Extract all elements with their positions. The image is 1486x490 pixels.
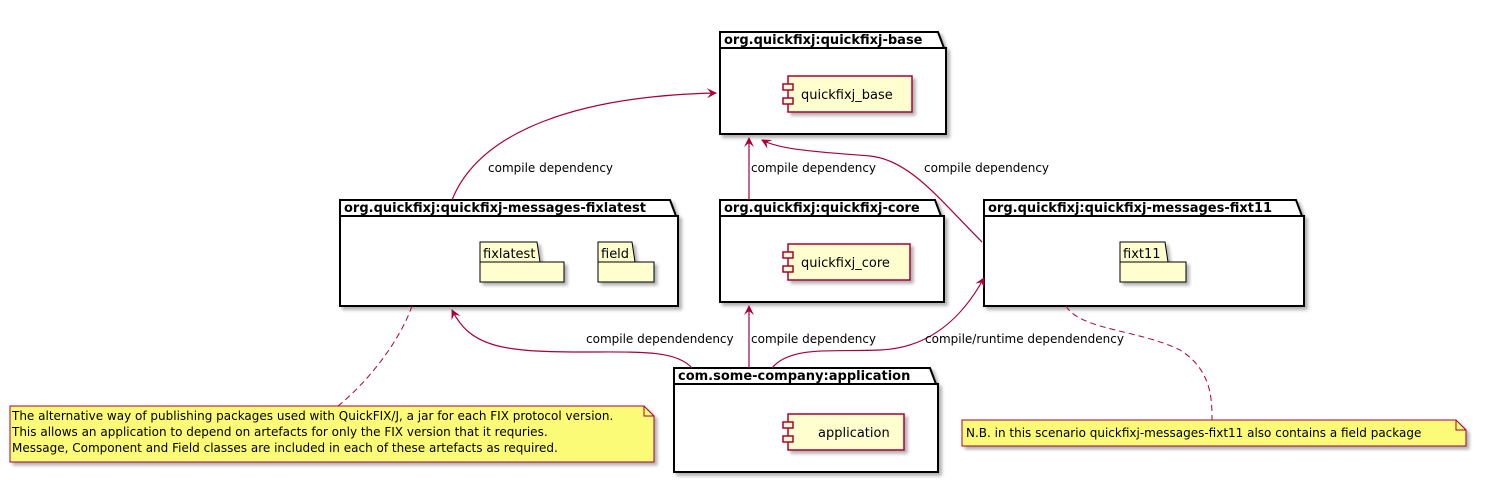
package-title-fixt11: org.quickfixj:quickfixj-messages-fixt11 [988, 201, 1272, 216]
note-right-connector [1065, 305, 1213, 421]
note-right: N.B. in this scenario quickfixj-messages… [961, 419, 1467, 447]
note-left-line-3: Message, Component and Field classes are… [12, 441, 558, 455]
package-title-fixlatest: org.quickfixj:quickfixj-messages-fixlate… [344, 201, 646, 216]
subpackage-label: fixt11 [1123, 247, 1161, 262]
component-application: application [782, 413, 905, 451]
note-left-line-1: The alternative way of publishing packag… [11, 409, 613, 423]
edge-app-to-fixt11 [771, 277, 985, 369]
subpackage-fixlatest: fixlatest [479, 241, 565, 283]
subpackage-fixt11: fixt11 [1119, 241, 1187, 283]
subpackage-label: fixlatest [483, 247, 535, 262]
note-left-connector [337, 305, 413, 407]
edge-label-app-to-core: compile dependency [751, 332, 876, 346]
edge-label-fixt11-to-base: compile dependency [924, 161, 1049, 175]
note-left: The alternative way of publishing packag… [9, 405, 655, 463]
package-title-application: com.some-company:application [678, 369, 910, 384]
edge-fixt11-to-base [761, 139, 983, 243]
package-application: com.some-company:application application [673, 367, 939, 473]
edge-label-app-to-fixlatest: compile dependendency [586, 332, 734, 346]
edge-fixlatest-to-base [451, 88, 717, 201]
component-label: quickfixj_base [801, 88, 893, 103]
subpackage-field: field [597, 241, 655, 283]
package-quickfixj-core: org.quickfixj:quickfixj-core quickfixj_c… [719, 199, 945, 303]
package-title-base: org.quickfixj:quickfixj-base [724, 33, 923, 48]
package-title-core: org.quickfixj:quickfixj-core [724, 201, 920, 216]
edge-label-core-to-base: compile dependency [751, 161, 876, 175]
package-quickfixj-base: org.quickfixj:quickfixj-base quickfixj_b… [719, 31, 947, 135]
component-label: application [818, 426, 890, 441]
package-quickfixj-messages-fixt11: org.quickfixj:quickfixj-messages-fixt11 … [983, 199, 1305, 307]
note-right-line-1: N.B. in this scenario quickfixj-messages… [966, 426, 1421, 440]
package-quickfixj-messages-fixlatest: org.quickfixj:quickfixj-messages-fixlate… [339, 199, 679, 307]
edge-label-app-to-fixt11: compile/runtime dependendency [925, 332, 1124, 346]
component-quickfixj-core: quickfixj_core [782, 243, 911, 281]
component-quickfixj-base: quickfixj_base [782, 75, 913, 113]
edge-label-fixlatest-to-base: compile dependency [488, 161, 613, 175]
component-label: quickfixj_core [801, 256, 890, 271]
subpackage-label: field [601, 247, 629, 262]
edge-app-to-fixlatest [451, 309, 693, 369]
note-left-line-2: This allows an application to depend on … [11, 425, 548, 439]
